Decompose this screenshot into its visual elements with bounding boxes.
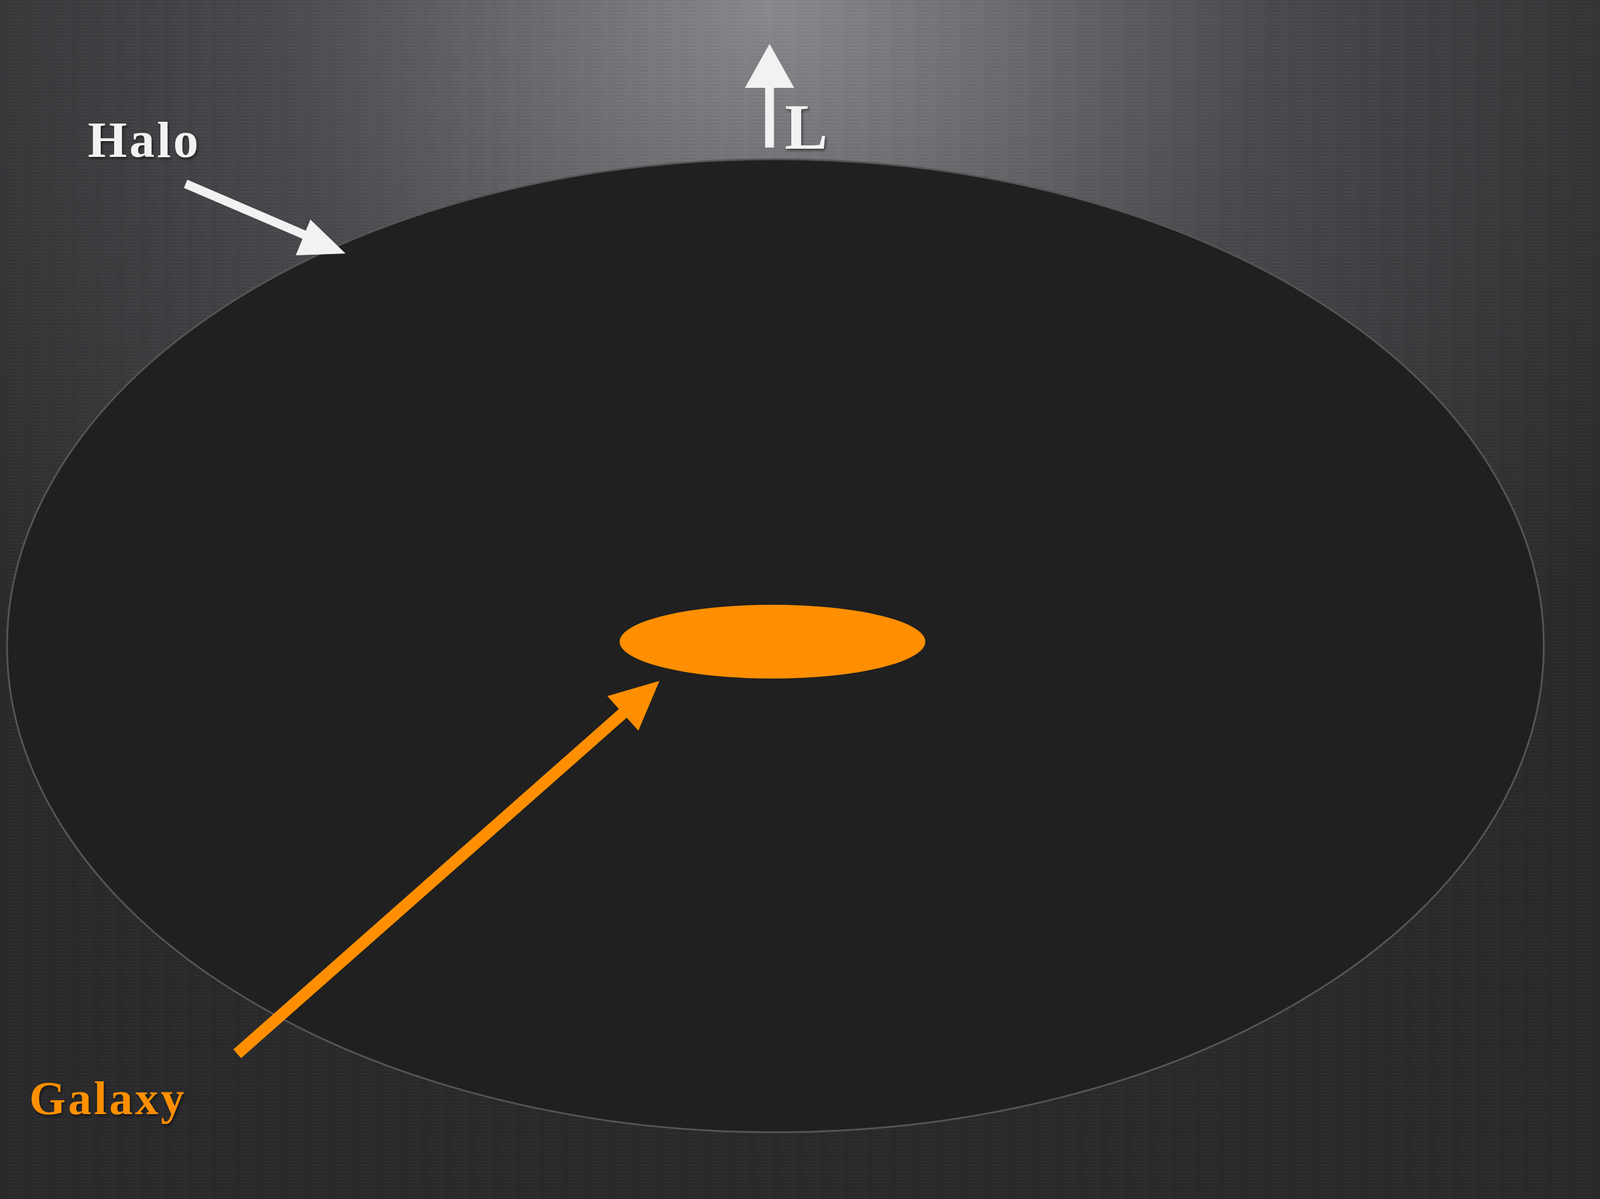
arrowhead	[744, 43, 795, 88]
angular-momentum-label: L	[784, 94, 830, 160]
galaxy-label: Galaxy	[29, 1075, 187, 1123]
leader-arrow	[185, 183, 320, 242]
arrowhead	[295, 219, 346, 256]
arrowhead	[607, 681, 660, 731]
leader-arrow	[237, 699, 639, 1055]
halo-label: Halo	[87, 114, 201, 166]
galaxy-ellipse	[619, 604, 926, 679]
halo-ellipse	[7, 159, 1544, 1133]
